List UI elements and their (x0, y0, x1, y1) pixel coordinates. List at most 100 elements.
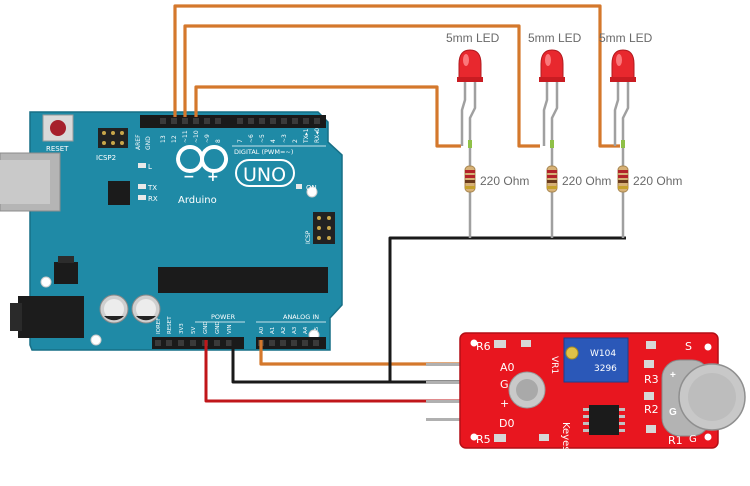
led-label: 5mm LED (446, 31, 500, 45)
label-a0: A0 (500, 361, 515, 374)
resistor-band (465, 170, 475, 173)
led-icon (458, 49, 482, 79)
analog-pin-label: A5 (314, 326, 320, 334)
power-pin-socket (166, 340, 172, 346)
resistor-band (547, 170, 557, 173)
label-plus: + (500, 397, 509, 410)
analog-pin-socket (302, 340, 308, 346)
resistor-band (618, 180, 628, 183)
tx-led-label: TX (147, 184, 157, 192)
power-pin-label: 5V (191, 327, 197, 334)
power-pin-socket (178, 340, 184, 346)
power-pin-label: GND (215, 321, 221, 334)
usb-chip (108, 181, 130, 205)
analog-label: ANALOG IN (283, 313, 319, 321)
resistor-label: 220 Ohm (480, 174, 529, 188)
digital-pin-label: ~9 (204, 134, 211, 143)
digital-pin-socket (259, 118, 265, 124)
label-d0: D0 (499, 417, 514, 430)
resistor-band (465, 175, 475, 178)
analog-pin-label: A4 (303, 326, 309, 334)
label-r1: R1 (668, 434, 683, 447)
led-label: 5mm LED (599, 31, 653, 45)
resistor-band (547, 175, 557, 178)
capacitors (99, 294, 161, 324)
icsp-label: ICSP (305, 230, 312, 244)
power-pin-socket (214, 340, 220, 346)
digital-pin-socket (215, 118, 221, 124)
wire-pin10-led1 (194, 85, 461, 148)
digital-pin-socket (182, 118, 188, 124)
digital-pin-label: 4 (270, 139, 277, 143)
digital-pin-socket (270, 118, 276, 124)
digital-pin-label: RX◂0 (314, 128, 321, 143)
label-g: G (500, 378, 509, 391)
resistor-band (618, 186, 628, 189)
resistor-label: 220 Ohm (633, 174, 682, 188)
icsp2-label: ICSP2 (96, 154, 116, 162)
power-header (152, 337, 244, 349)
led-leg-anode (542, 82, 549, 146)
power-pin-label: IOREF (156, 318, 162, 334)
mic-label-g: G (669, 407, 677, 418)
wire-a0-sensor (259, 340, 470, 366)
orange-signal-wires (173, 4, 620, 366)
digital-pin-label: TX▸1 (303, 128, 310, 144)
led-icon (611, 49, 635, 79)
brand-label: Arduino (178, 195, 217, 206)
uno-label: UNO (243, 164, 286, 186)
led-leg-joint (621, 140, 625, 148)
digital-pin-label: 12 (171, 135, 178, 143)
led-rim (457, 77, 483, 82)
resistor-band (547, 186, 557, 189)
resistor-band (618, 170, 628, 173)
digital-pin-socket (237, 118, 243, 124)
led-leg-anode (613, 82, 620, 146)
power-label: POWER (211, 313, 236, 321)
analog-pin-label: A3 (292, 326, 298, 334)
digital-pin-label: ~3 (281, 134, 288, 143)
digital-pin-label: ~10 (193, 130, 200, 143)
label-vr1: VR1 (549, 356, 559, 374)
analog-pin-label: A2 (281, 327, 287, 334)
led-leg-cathode (621, 82, 630, 150)
wire-ground-bus (388, 236, 626, 382)
digital-header (140, 115, 326, 128)
voltage-regulator (54, 262, 78, 284)
analog-pin-label: A1 (270, 327, 276, 334)
reset-button: RESET (42, 114, 74, 153)
comparator-ic (583, 405, 625, 435)
analog-pin-socket (291, 340, 297, 346)
wire-5v-sensor (204, 340, 470, 403)
digital-pin-label: 7 (237, 139, 244, 143)
black-ground-wires (231, 236, 626, 384)
led-leg-joint (468, 140, 472, 148)
label-keyes: Keyes (560, 422, 571, 452)
digital-pin-label: 2 (292, 139, 299, 143)
analog-pin-socket (280, 340, 286, 346)
analog-pin-socket (313, 340, 319, 346)
digital-pin-socket (314, 118, 320, 124)
digital-pin-socket (292, 118, 298, 124)
digital-pin-label: ~5 (259, 134, 266, 143)
icsp2-header: ICSP2 (96, 128, 128, 162)
red-power-wires (204, 340, 470, 403)
power-jack (18, 296, 84, 338)
led-highlight (545, 54, 551, 66)
pot-code-2: 3296 (594, 364, 617, 374)
resistor-band (465, 180, 475, 183)
power-pin-label: RESET (167, 316, 173, 334)
led-icon (540, 49, 564, 79)
power-pin-socket (155, 340, 161, 346)
digital-pin-label: 8 (215, 139, 222, 143)
power-pin-label: 3V3 (179, 323, 185, 334)
resistor-label: 220 Ohm (562, 174, 611, 188)
on-label: ON (306, 184, 317, 192)
digital-pin-socket (204, 118, 210, 124)
digital-pin-socket (303, 118, 309, 124)
resistor-band (465, 186, 475, 189)
mic-label-g2: G (689, 434, 697, 445)
led-rim (610, 77, 636, 82)
